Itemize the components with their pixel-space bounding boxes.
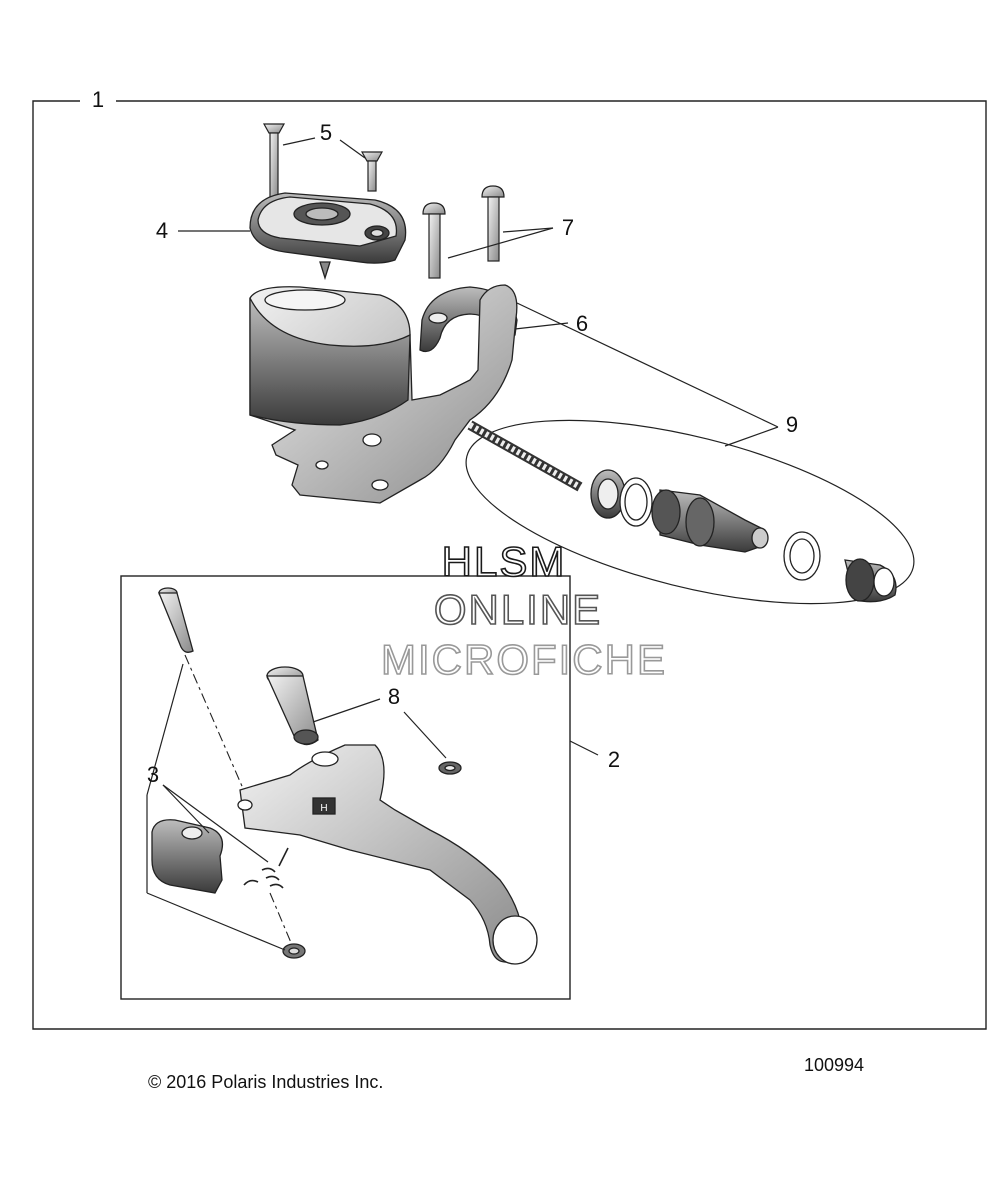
torsion-spring [243, 847, 289, 889]
lever-guard [151, 819, 224, 894]
leader-2 [569, 740, 599, 756]
leader-5b [339, 139, 366, 159]
watermark-line-2: ONLINE [433, 586, 603, 633]
callout-5: 5 [319, 120, 333, 145]
assembly-2-frame [120, 575, 571, 1000]
screw-5b [360, 151, 384, 192]
callout-1: 1 [91, 87, 105, 112]
screw-7a [422, 202, 446, 279]
callout-9: 9 [785, 412, 799, 437]
callout-4: 4 [155, 218, 169, 243]
callout-3: 3 [146, 762, 160, 787]
watermark-line-1: HLSM [441, 538, 567, 585]
pivot-pin [158, 587, 194, 653]
leaders-3 [146, 663, 286, 951]
piston-kit-9-outline [465, 419, 915, 605]
pivot-bolt [265, 666, 319, 746]
screw-7b [481, 185, 505, 262]
callout-6: 6 [575, 311, 589, 336]
spring-axis-line [269, 892, 293, 946]
reservoir-cover-4 [249, 192, 407, 281]
piston-seal-b [619, 477, 653, 527]
washer [783, 531, 821, 581]
piston-seal-a [590, 469, 626, 519]
leader-5a [282, 137, 316, 146]
callout-8: 8 [387, 684, 401, 709]
screw-5a [262, 123, 286, 199]
spring-washer [282, 943, 306, 959]
piston [651, 489, 769, 553]
document-number: 100994 [804, 1055, 865, 1075]
copyright-text: © 2016 Polaris Industries Inc. [148, 1072, 384, 1092]
svg-text:H: H [320, 803, 327, 814]
callout-7: 7 [561, 215, 575, 240]
leader-6 [514, 322, 569, 330]
leader-9a [516, 302, 779, 428]
boot [844, 558, 897, 603]
return-spring [467, 420, 583, 492]
e-clip [438, 761, 462, 775]
watermark-line-3: MICROFICHE [380, 636, 667, 683]
callout-2: 2 [607, 747, 621, 772]
leader-8b [403, 711, 447, 759]
master-cylinder-body [249, 284, 518, 504]
brake-lever: H [237, 744, 538, 965]
pin-axis-line [184, 654, 249, 801]
leader-7a [447, 227, 554, 259]
leader-8 [312, 698, 381, 723]
leader-9b [724, 426, 779, 447]
assembly-1-frame [32, 100, 987, 1030]
leader-7b [502, 227, 554, 233]
